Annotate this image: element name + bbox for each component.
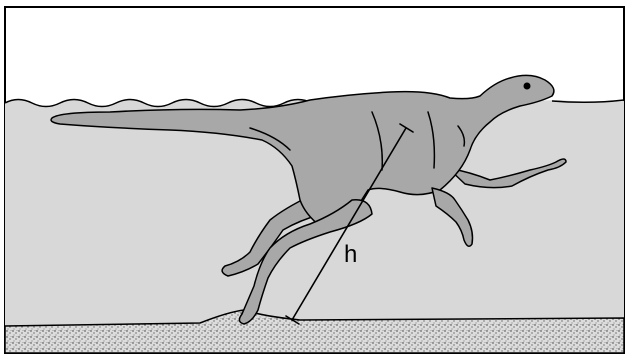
eye [524, 83, 531, 90]
height-label: h [344, 241, 357, 268]
